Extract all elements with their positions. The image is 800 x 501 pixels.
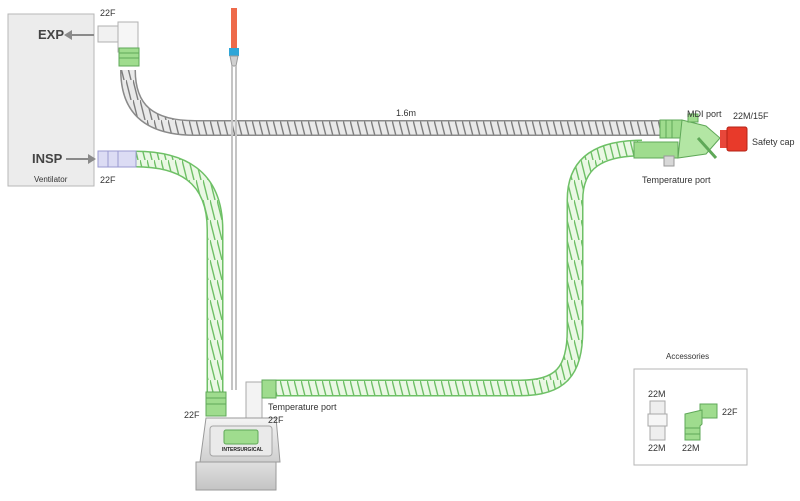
- water-feed-line: [229, 8, 239, 390]
- insp-arrow-icon: [66, 154, 96, 164]
- exp-label: EXP: [38, 27, 65, 42]
- humidifier-brand-label: INTERSURGICAL: [222, 447, 264, 453]
- straight-connector-icon: [647, 400, 668, 441]
- accessories-box: [633, 368, 748, 466]
- safety-cap-icon: [720, 126, 748, 152]
- exp-connector-label: 22F: [100, 8, 116, 18]
- humidifier-inlet-label: 22F: [184, 410, 200, 420]
- exp-elbow-connector: [97, 21, 140, 67]
- patient-connector-label: 22M/15F: [733, 111, 769, 121]
- elbow-connector-right-label: 22F: [722, 407, 738, 417]
- ventilator-label: Ventilator: [34, 175, 68, 184]
- straight-connector-top-label: 22M: [648, 389, 666, 399]
- temperature-port-patient-label: Temperature port: [642, 175, 711, 185]
- humidifier-outlet-label: 22F: [268, 415, 284, 425]
- elbow-connector-icon: [684, 403, 718, 441]
- humidifier-chamber: [199, 417, 281, 463]
- ventilator-box: [7, 13, 95, 187]
- tube-length-label: 1.6m: [396, 108, 417, 118]
- humidifier-inlet-connector: [205, 391, 227, 417]
- humidifier-outlet-elbow: [245, 379, 277, 421]
- elbow-connector-bottom-label: 22M: [682, 443, 700, 453]
- temperature-port-humidifier-label: Temperature port: [268, 402, 337, 412]
- insp-label: INSP: [32, 151, 63, 166]
- insp-connector: [97, 150, 137, 168]
- safety-cap-label: Safety cap: [752, 137, 795, 147]
- patient-y-piece: [633, 113, 721, 167]
- humidifier-base: [195, 461, 277, 491]
- exp-arrow-icon: [64, 30, 94, 40]
- accessories-title: Accessories: [666, 352, 710, 361]
- straight-connector-bottom-label: 22M: [648, 443, 666, 453]
- insp-connector-label: 22F: [100, 175, 116, 185]
- mdi-port-label: MDI port: [687, 109, 722, 119]
- inspiratory-tube-heated: [268, 139, 643, 397]
- expiratory-tube: [120, 69, 668, 136]
